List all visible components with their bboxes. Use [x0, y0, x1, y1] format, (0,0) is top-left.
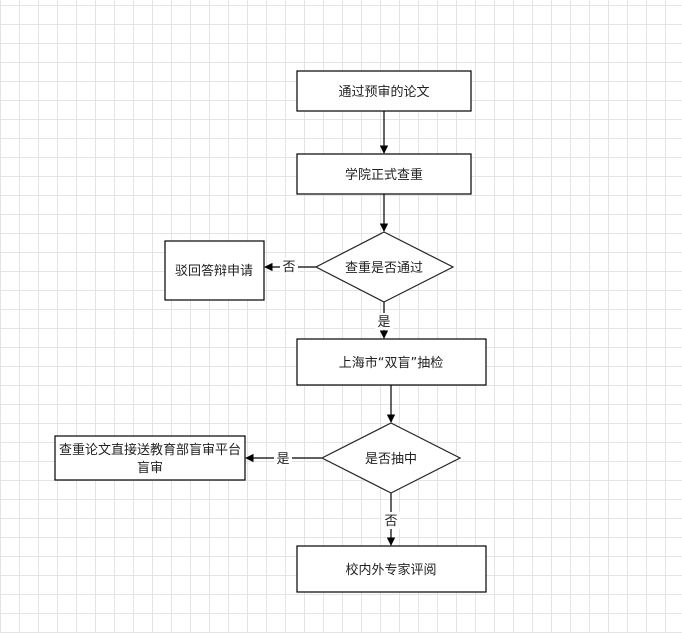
edge-label-yes-pass: 是: [377, 315, 390, 330]
node-shanghai-double-blind-label: 上海市“双盲”抽检: [339, 355, 443, 371]
node-shanghai-double-blind: 上海市“双盲”抽检: [296, 338, 487, 386]
node-check-passed-decision: 查重是否通过: [314, 231, 455, 303]
node-passed-preview-thesis-label: 通过预审的论文: [338, 84, 429, 100]
node-selected-decision: 是否抽中: [320, 422, 462, 494]
node-college-plagiarism-check: 学院正式查重: [296, 153, 472, 195]
node-reject-defense-label: 驳回答辩申请: [175, 263, 253, 279]
edge-label-no-not-selected: 否: [384, 514, 397, 529]
node-expert-review: 校内外专家评阅: [296, 545, 487, 593]
node-reject-defense: 驳回答辩申请: [164, 240, 265, 301]
edge-labels: 否 是 是 否: [274, 258, 400, 529]
node-selected-decision-label: 是否抽中: [365, 452, 417, 467]
node-passed-preview-thesis: 通过预审的论文: [296, 70, 472, 112]
node-send-ministry-blind-review-line1: 查重论文直接送教育部盲审平台: [59, 442, 241, 458]
node-send-ministry-blind-review: 查重论文直接送教育部盲审平台 盲审: [54, 435, 246, 481]
node-expert-review-label: 校内外专家评阅: [345, 562, 436, 578]
edge-label-no-reject: 否: [282, 260, 295, 275]
node-college-plagiarism-check-label: 学院正式查重: [345, 167, 423, 183]
node-send-ministry-blind-review-line2: 盲审: [137, 460, 163, 476]
edge-label-yes-selected: 是: [276, 452, 289, 467]
node-check-passed-decision-label: 查重是否通过: [345, 260, 423, 276]
